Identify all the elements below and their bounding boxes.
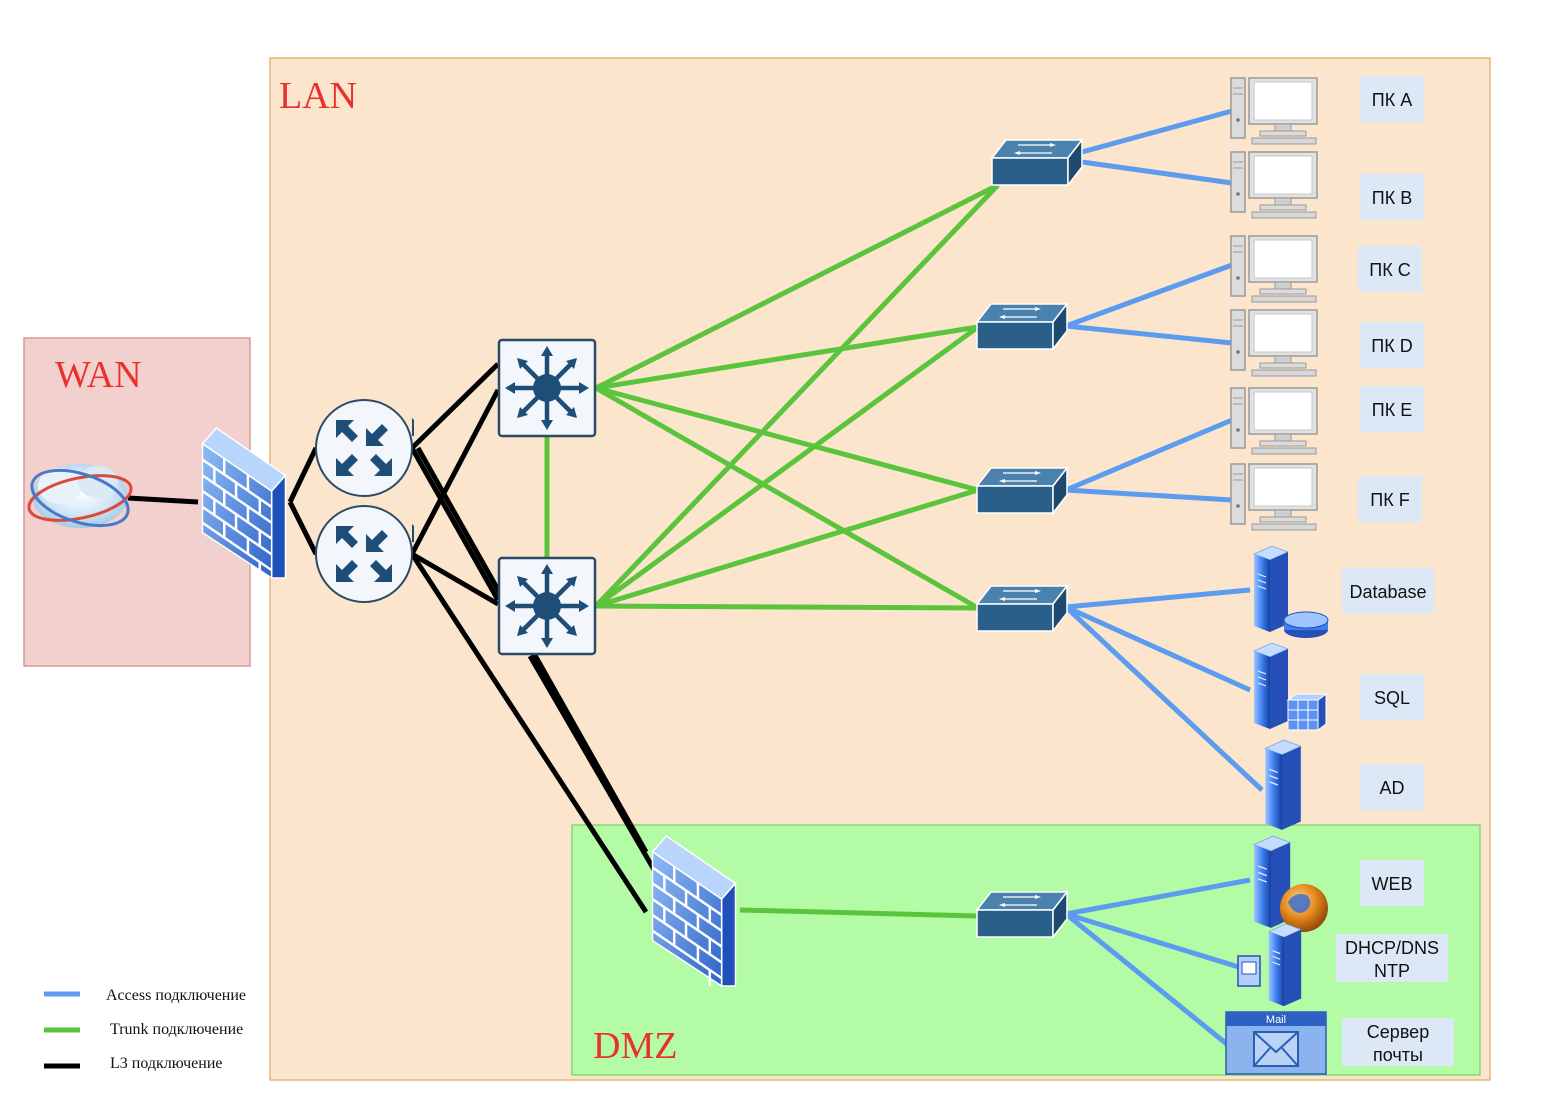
- access-switch-4-icon[interactable]: [976, 585, 1068, 632]
- access-link: [1065, 323, 1233, 346]
- access-link: [1065, 487, 1233, 503]
- trunk-link: [594, 324, 980, 609]
- trunk-link: [594, 182, 1000, 391]
- mail-server-icon[interactable]: Mail: [1225, 1011, 1327, 1075]
- access-link: [1064, 604, 1252, 693]
- trunk-link: [595, 385, 979, 493]
- pc-d-icon[interactable]: [1230, 309, 1318, 377]
- dmz-title: DMZ: [593, 1025, 677, 1067]
- ad-label: AD: [1379, 778, 1404, 798]
- access-links: [1064, 108, 1264, 1047]
- access-link: [1064, 912, 1230, 1047]
- pc-a-label: ПК A: [1372, 90, 1412, 110]
- sql-label: SQL: [1374, 688, 1410, 708]
- l3-links: [127, 362, 663, 914]
- pc-f-label: ПК F: [1370, 490, 1409, 510]
- dhcp-dns-ntp-server-icon[interactable]: [1237, 923, 1302, 1007]
- access-link: [1065, 587, 1251, 610]
- access-link: [1065, 877, 1251, 917]
- label-box: [1342, 1018, 1454, 1066]
- database-label: Database: [1349, 582, 1426, 602]
- pc-c-icon[interactable]: [1230, 235, 1318, 303]
- access-link: [1065, 417, 1233, 493]
- database-server-icon[interactable]: [1253, 545, 1329, 638]
- l3-link: [287, 500, 319, 556]
- access-link: [1064, 605, 1264, 792]
- mail-server-label-line1: Сервер: [1367, 1022, 1429, 1042]
- trunk-link: [595, 603, 979, 611]
- pc-e-label: ПК E: [1372, 400, 1412, 420]
- label-box: [1360, 174, 1424, 220]
- web-label: WEB: [1371, 874, 1412, 894]
- legend-l3-label: L3 подключение: [110, 1055, 223, 1072]
- legend-access-label: Access подключение: [106, 987, 246, 1004]
- l3-link: [410, 551, 500, 607]
- label-box: [1342, 568, 1434, 614]
- label-box: [1360, 674, 1424, 720]
- access-link: [1065, 262, 1233, 329]
- pc-f-icon[interactable]: [1230, 463, 1318, 531]
- trunk-link: [594, 385, 980, 611]
- pc-d-label: ПК D: [1371, 336, 1412, 356]
- pc-c-label: ПК C: [1369, 260, 1410, 280]
- label-box: [1358, 476, 1422, 522]
- access-link: [1081, 159, 1233, 186]
- l3-link: [410, 362, 500, 450]
- l3-link: [409, 552, 649, 914]
- web-server-icon[interactable]: [1253, 835, 1328, 932]
- device-labels: ПК A ПК B ПК C ПК D ПК E ПК F Database S…: [1336, 76, 1454, 1066]
- legend-trunk-label: Trunk подключение: [110, 1021, 243, 1038]
- core-switch-1-icon[interactable]: [499, 340, 595, 436]
- label-box: [1336, 934, 1448, 982]
- dmz-switch-icon[interactable]: [976, 891, 1068, 938]
- label-box: [1360, 764, 1424, 810]
- dhcp-dns-label: DHCP/DNS: [1345, 938, 1439, 958]
- access-switch-2-icon[interactable]: [976, 303, 1068, 350]
- l3-link: [409, 446, 501, 602]
- trunk-link: [595, 487, 979, 609]
- label-box: [1358, 246, 1422, 292]
- access-link: [1081, 108, 1233, 155]
- ntp-label: NTP: [1374, 961, 1410, 981]
- label-box: [1360, 76, 1424, 122]
- trunk-link: [595, 324, 979, 391]
- l3-link: [409, 388, 501, 556]
- core-switch-2-icon[interactable]: [499, 558, 595, 654]
- ad-server-icon[interactable]: [1264, 739, 1302, 831]
- trunk-link: [594, 183, 1000, 608]
- lan-title: LAN: [279, 75, 357, 117]
- l3-link: [527, 654, 663, 882]
- pc-b-label: ПК B: [1372, 188, 1412, 208]
- l3-link: [127, 495, 199, 505]
- access-switch-3-icon[interactable]: [976, 467, 1068, 514]
- label-box: [1360, 860, 1424, 906]
- mail-icon-label: Mail: [1266, 1014, 1286, 1026]
- legend: Access подключение Trunk подключение L3 …: [44, 987, 246, 1072]
- pc-a-icon[interactable]: [1230, 77, 1318, 145]
- trunk-links: [544, 182, 1000, 919]
- access-link: [1065, 911, 1243, 971]
- pc-e-icon[interactable]: [1230, 387, 1318, 455]
- access-switch-1-icon[interactable]: [991, 139, 1083, 186]
- l3-link: [287, 446, 319, 504]
- label-box: [1360, 386, 1424, 432]
- pc-b-icon[interactable]: [1230, 151, 1318, 219]
- trunk-link: [739, 907, 979, 919]
- label-box: [1360, 322, 1424, 368]
- sql-server-icon[interactable]: [1253, 642, 1328, 731]
- wan-title: WAN: [55, 354, 142, 396]
- mail-server-label-line2: почты: [1373, 1045, 1423, 1065]
- internet-cloud-icon: [27, 464, 133, 528]
